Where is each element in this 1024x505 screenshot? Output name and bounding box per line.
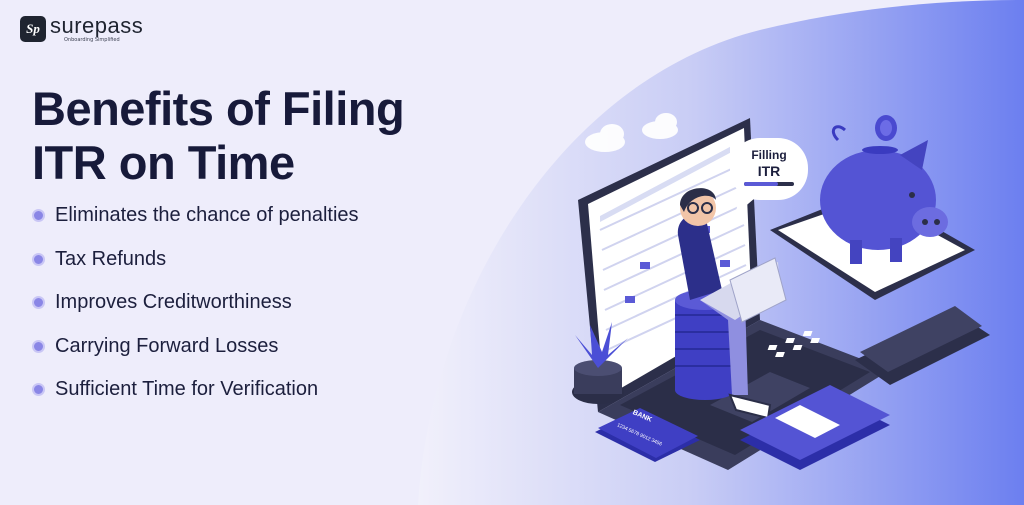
benefit-label: Sufficient Time for Verification: [55, 378, 319, 401]
speech-bubble: [730, 138, 808, 215]
title-line-1: Benefits of Filing: [32, 82, 405, 135]
cloud-icon: [585, 113, 678, 152]
bullet-icon: [32, 209, 45, 223]
bubble-line-1: Filling: [751, 148, 787, 162]
bullet-icon: [32, 383, 45, 397]
logo-mark: Sp: [20, 16, 46, 42]
title-line-2: ITR on Time: [32, 136, 295, 189]
list-item: Carrying Forward Losses: [32, 325, 359, 369]
benefit-label: Tax Refunds: [55, 247, 167, 270]
bullet-icon: [32, 252, 45, 266]
list-item: Sufficient Time for Verification: [32, 368, 359, 412]
plant-illustration: [572, 322, 628, 404]
cash-stack-illustration: [740, 385, 890, 470]
bank-card-illustration: [595, 408, 700, 462]
list-item: Tax Refunds: [32, 238, 359, 282]
list-item: Eliminates the chance of penalties: [32, 194, 359, 238]
person-illustration: [675, 188, 787, 420]
benefit-label: Carrying Forward Losses: [55, 334, 279, 357]
benefit-label: Improves Creditworthiness: [55, 291, 292, 314]
bullet-icon: [32, 339, 45, 353]
piggy-bank-illustration: [770, 115, 975, 300]
brand-name: surepass: [50, 13, 144, 38]
calculator-illustration: [767, 306, 990, 385]
bubble-line-2: ITR: [757, 163, 781, 179]
benefits-list: Eliminates the chance of penalties Tax R…: [32, 194, 359, 412]
bullet-icon: [32, 296, 45, 310]
page-title: Benefits of Filing ITR on Time: [32, 82, 405, 190]
brand-logo[interactable]: Sp surepass Onboarding Simplified: [20, 15, 143, 43]
brand-tagline: Onboarding Simplified: [64, 37, 120, 43]
list-item: Improves Creditworthiness: [32, 281, 359, 325]
benefit-label: Eliminates the chance of penalties: [55, 204, 359, 227]
